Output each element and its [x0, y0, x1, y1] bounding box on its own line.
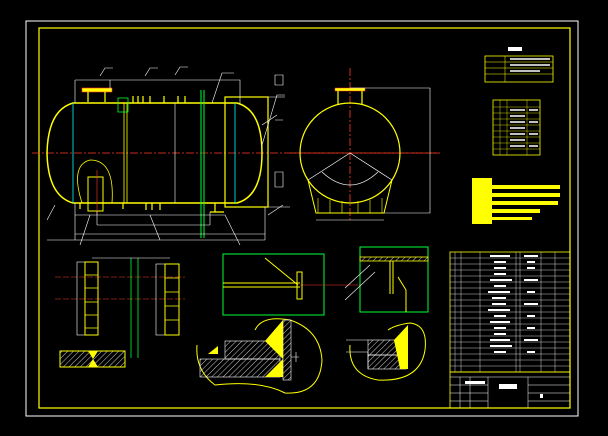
sheet-border	[25, 20, 579, 417]
weld-detail-large	[196, 318, 323, 394]
technical-data-table	[484, 47, 554, 83]
shell-circle	[299, 102, 401, 204]
bottom-nozzles	[79, 203, 224, 213]
technical-notes-block	[472, 178, 560, 224]
saddle-outline	[224, 96, 269, 208]
vessel-front-view	[32, 66, 440, 246]
parts-list-table	[449, 251, 571, 373]
manhole-outline	[77, 159, 113, 204]
top-flange	[81, 87, 113, 93]
weld-detail-small	[346, 322, 426, 381]
title-block	[449, 371, 571, 409]
nozzle-table	[492, 99, 541, 156]
top-nozzles	[87, 92, 186, 103]
vessel-end-view	[290, 68, 440, 222]
vessel-shell	[46, 102, 263, 204]
drawing-frame	[38, 27, 571, 409]
detail-box-b	[344, 246, 429, 313]
detail-views-left	[55, 257, 185, 368]
detail-box-a	[222, 253, 360, 316]
dimension-lines	[46, 66, 290, 246]
